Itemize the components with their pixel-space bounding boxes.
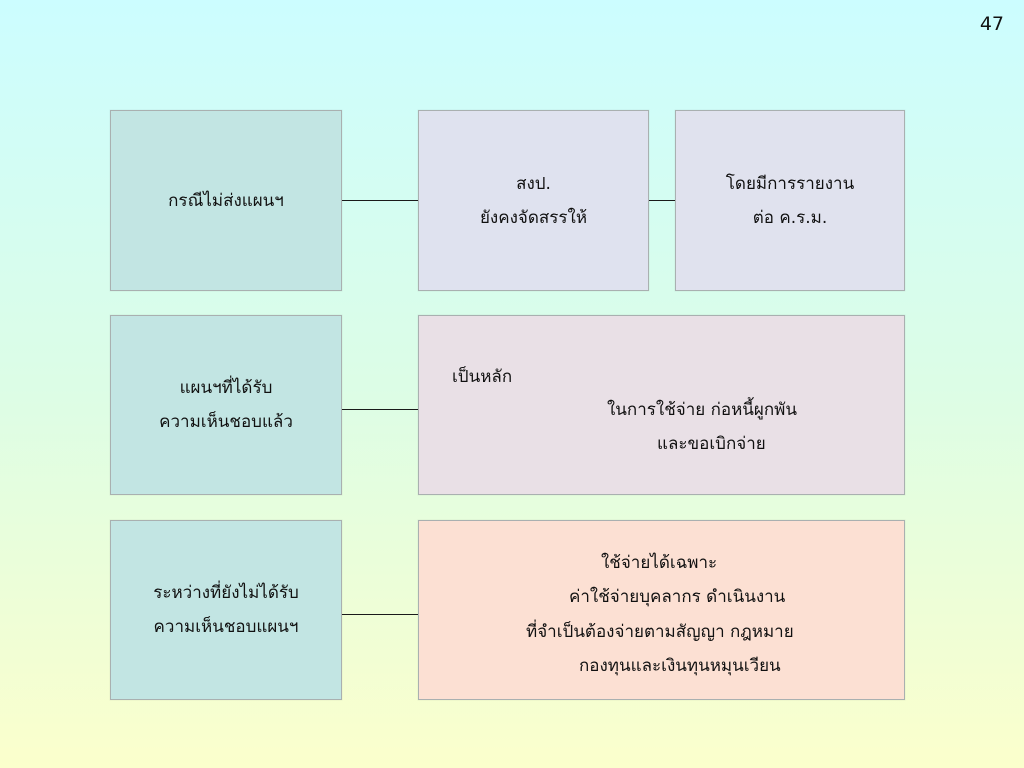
row1-label-line-1: กรณีไม่ส่งแผนฯ: [168, 190, 284, 211]
row3-label-line-2: ความเห็นชอบแผนฯ: [153, 617, 299, 637]
row1-middle-line-2: ยังคงจัดสรรให้: [479, 207, 588, 228]
row2-detail-line-2: ในการใช้จ่าย ก่อหนี้ผูกพัน: [607, 400, 798, 420]
row1-right-box: โดยมีการรายงาน ต่อ ค.ร.ม.: [675, 110, 905, 291]
row3-detail-line-2: ค่าใช้จ่ายบุคลากร ดำเนินงาน: [569, 587, 786, 607]
row2-detail-box: เป็นหลัก ในการใช้จ่าย ก่อหนี้ผูกพัน และข…: [418, 315, 905, 495]
row2-label-box: แผนฯที่ได้รับ ความเห็นชอบแล้ว: [110, 315, 342, 495]
row3-label-line-1: ระหว่างที่ยังไม่ได้รับ: [153, 583, 299, 603]
row3-detail-line-1: ใช้จ่ายได้เฉพาะ: [601, 553, 718, 573]
row3-label-box: ระหว่างที่ยังไม่ได้รับ ความเห็นชอบแผนฯ: [110, 520, 342, 700]
row2-label-line-1: แผนฯที่ได้รับ: [179, 378, 273, 398]
row1-right-line-1: โดยมีการรายงาน: [725, 173, 855, 194]
row1-middle-box: สงป. ยังคงจัดสรรให้: [418, 110, 649, 291]
row3-detail-box: ใช้จ่ายได้เฉพาะ ค่าใช้จ่ายบุคลากร ดำเนิน…: [418, 520, 905, 700]
row1-label-box: กรณีไม่ส่งแผนฯ: [110, 110, 342, 291]
row1-right-line-2: ต่อ ค.ร.ม.: [752, 207, 828, 228]
row2-detail-line-1: เป็นหลัก: [452, 367, 513, 387]
row2-connector: [342, 409, 418, 410]
row2-detail-line-3: และขอเบิกจ่าย: [657, 434, 766, 454]
row3-detail-line-3: ที่จำเป็นต้องจ่ายตามสัญญา กฎหมาย: [526, 622, 794, 642]
page-number: 47: [979, 13, 1004, 35]
row1-middle-line-1: สงป.: [516, 173, 551, 194]
row3-connector: [342, 614, 418, 615]
row1-connector-left: [342, 200, 418, 201]
row2-label-line-2: ความเห็นชอบแล้ว: [159, 412, 293, 432]
row3-detail-line-4: กองทุนและเงินทุนหมุนเวียน: [579, 656, 781, 676]
row1-connector-right: [649, 200, 675, 201]
